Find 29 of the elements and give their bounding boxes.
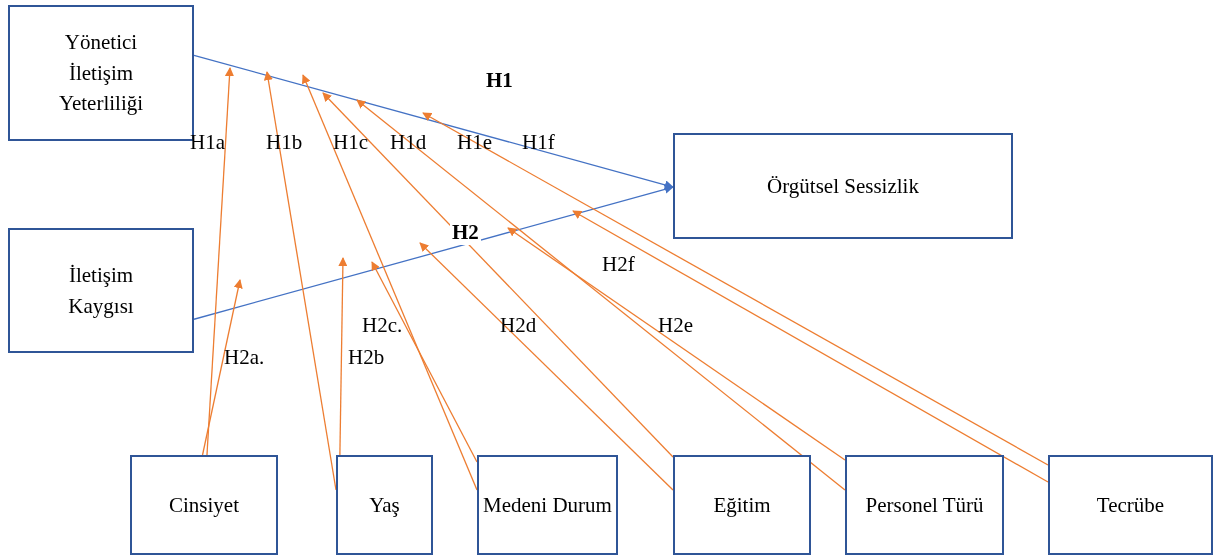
arrow — [356, 99, 846, 491]
variable-box: Medeni Durum — [477, 455, 618, 555]
hypothesis-label: H2b — [348, 345, 385, 370]
variable-box: Personel Türü — [845, 455, 1004, 555]
hypothesis-label: H2a. — [224, 345, 265, 370]
hypothesis-label: H2c. — [362, 313, 403, 338]
arrow — [419, 242, 674, 491]
hypothesis-label: H2f — [602, 252, 635, 277]
arrow — [322, 92, 674, 458]
hypothesis-label: H1f — [522, 130, 555, 155]
variable-box: Cinsiyet — [130, 455, 278, 555]
arrow — [422, 112, 1049, 466]
hypothesis-label: H2e — [658, 313, 693, 338]
variable-box: Tecrübe — [1048, 455, 1213, 555]
arrow — [193, 184, 674, 320]
hypothesis-label: H1c — [333, 130, 368, 155]
variable-box: Eğitim — [673, 455, 811, 555]
arrow — [263, 71, 337, 491]
arrow — [507, 227, 846, 461]
arrow — [338, 257, 348, 456]
variable-box: İletişim Kaygısı — [8, 228, 194, 353]
arrow — [572, 210, 1049, 483]
arrow — [193, 54, 674, 190]
arrow — [206, 67, 235, 456]
variable-box: Örgütsel Sessizlik — [673, 133, 1013, 239]
arrow — [201, 279, 243, 456]
arrow — [301, 74, 478, 491]
arrow — [371, 261, 478, 463]
variable-box: Yaş — [336, 455, 433, 555]
